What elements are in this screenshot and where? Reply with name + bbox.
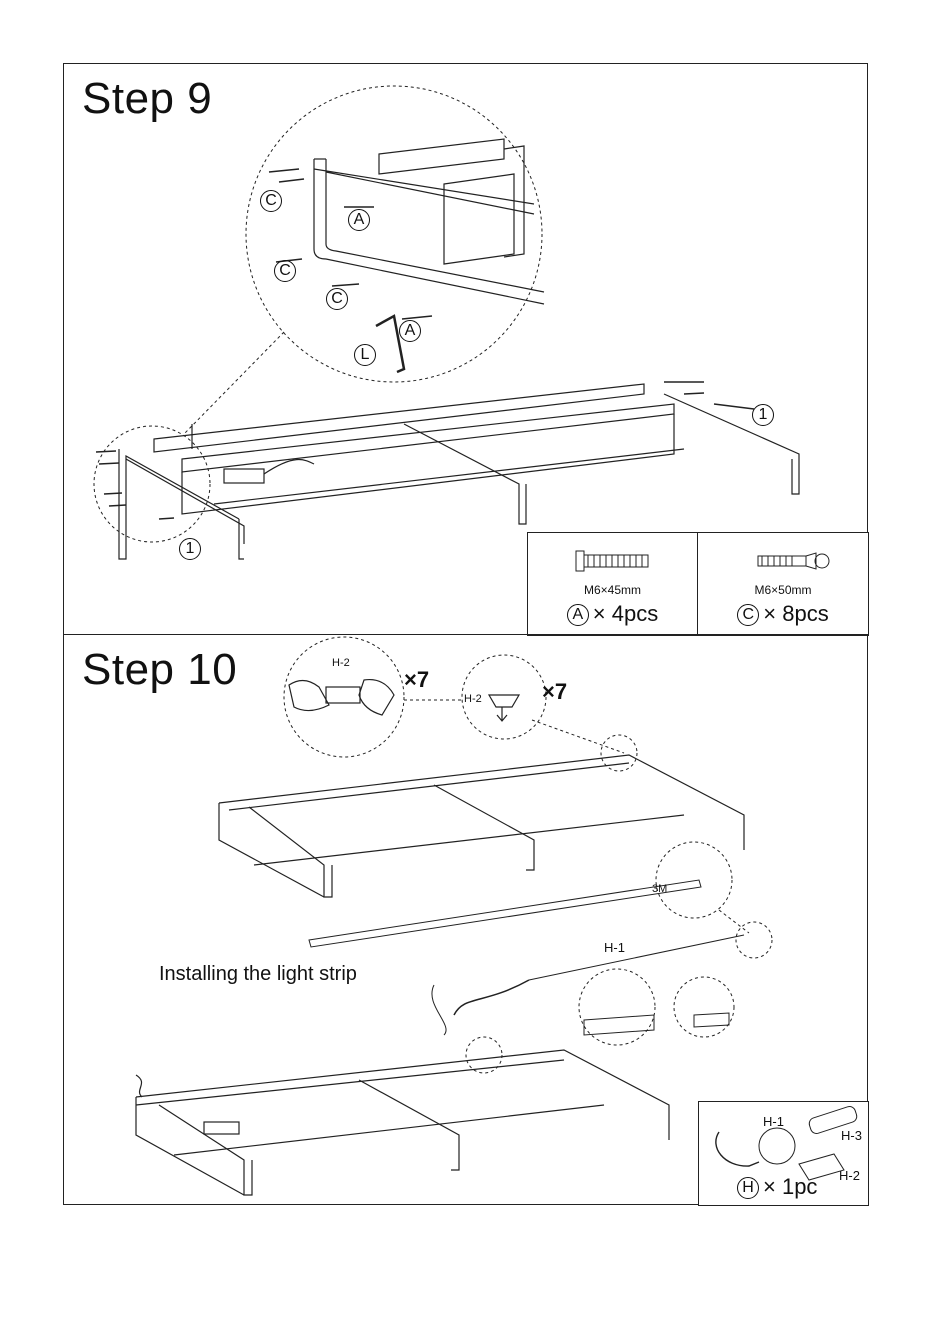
h2-label-clip: H-2 bbox=[464, 693, 482, 705]
times-label-a: ×7 bbox=[404, 667, 429, 693]
lower-frame bbox=[136, 1050, 669, 1195]
callout-l: L bbox=[354, 344, 380, 366]
callout-1-left: 1 bbox=[179, 538, 205, 560]
h2-label-peel: H-2 bbox=[332, 657, 350, 669]
kit-h1-label: H-1 bbox=[763, 1114, 784, 1129]
bolt-c-icon bbox=[698, 541, 870, 581]
step-10-panel: Step 10 bbox=[63, 634, 868, 1205]
kit-box: H-1 H-3 H-2 H× 1pc bbox=[698, 1101, 869, 1206]
detail-leader bbox=[184, 332, 284, 434]
kit-h2-label: H-2 bbox=[839, 1168, 860, 1183]
hardware-a-box: M6×45mm A× 4pcs bbox=[527, 532, 698, 636]
kit-h3-label: H-3 bbox=[841, 1128, 862, 1143]
upper-frame bbox=[219, 755, 744, 897]
callout-c-top: C bbox=[260, 190, 286, 212]
step-9-panel: Step 9 bbox=[63, 63, 868, 635]
callout-c-mid: C bbox=[274, 260, 300, 282]
peel-detail-circle bbox=[284, 637, 404, 757]
h1-strip-label: H-1 bbox=[604, 940, 625, 955]
hardware-a-qty: A× 4pcs bbox=[528, 601, 697, 627]
hardware-a-spec: M6×45mm bbox=[528, 583, 697, 597]
times-label-b: ×7 bbox=[542, 679, 567, 705]
strip-3m-mark: 3M bbox=[652, 883, 667, 895]
hardware-c-spec: M6×50mm bbox=[698, 583, 868, 597]
hardware-c-qty: C× 8pcs bbox=[698, 601, 868, 627]
detail-circle bbox=[246, 86, 542, 382]
light-strip bbox=[529, 935, 744, 980]
strip-profile bbox=[309, 880, 701, 947]
kit-qty: H× 1pc bbox=[737, 1174, 817, 1200]
bolt-a-icon bbox=[528, 541, 699, 581]
installing-caption: Installing the light strip bbox=[159, 963, 357, 986]
callout-c-low: C bbox=[326, 288, 352, 310]
callout-a-top: A bbox=[348, 209, 374, 231]
callout-a-low: A bbox=[399, 320, 425, 342]
callout-1-right: 1 bbox=[752, 404, 778, 426]
hardware-c-box: M6×50mm C× 8pcs bbox=[697, 532, 869, 636]
